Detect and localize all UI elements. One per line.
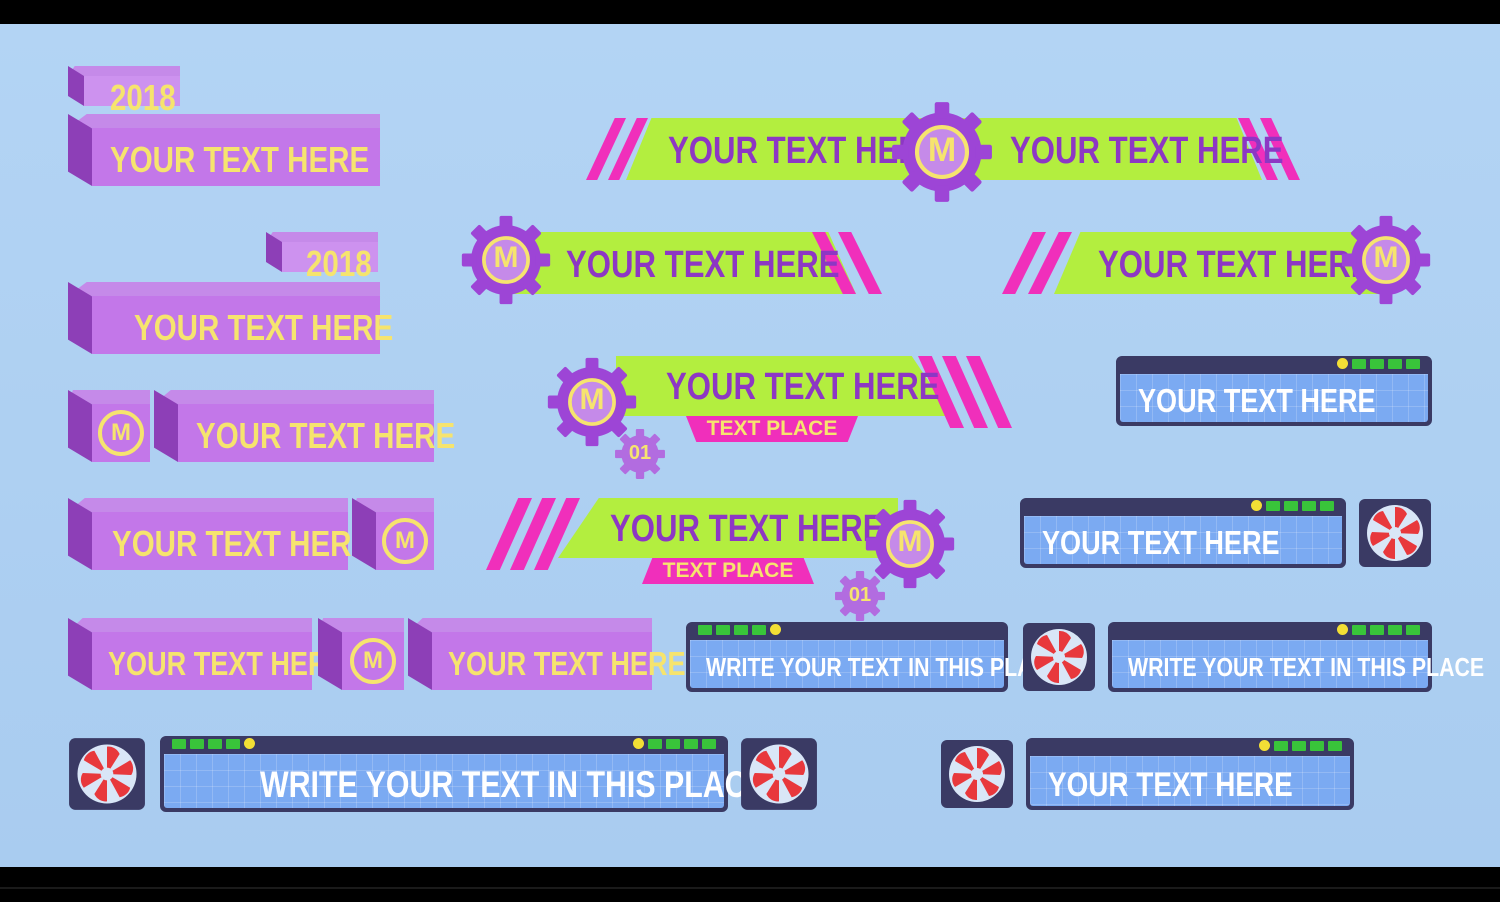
blue-panel-1: YOUR TEXT HERE: [1116, 356, 1432, 426]
purple-title-box-4: YOUR TEXT HERE: [68, 498, 371, 570]
banner-2-text: YOUR TEXT HERE: [566, 244, 840, 286]
fan-icon: [68, 736, 146, 812]
banner-5-sub-tag: TEXT PLACE: [642, 558, 814, 584]
blue-panel-4: WRITE YOUR TEXT IN THIS PLACE: [1108, 622, 1484, 692]
purple-logo-box-5: M: [318, 618, 404, 690]
purple-title-5a-text: YOUR TEXT HERE: [108, 645, 346, 682]
green-banner-3: YOUR TEXT HERE M: [1002, 214, 1434, 310]
status-leds-left: [172, 738, 255, 749]
blue-panel-1-text: YOUR TEXT HERE: [1138, 382, 1376, 419]
purple-title-1-text: YOUR TEXT HERE: [110, 139, 370, 180]
purple-logo-box-4: M: [352, 498, 434, 570]
status-leds: [1251, 500, 1334, 511]
blue-panel-4-text: WRITE YOUR TEXT IN THIS PLACE: [1128, 652, 1485, 682]
purple-title-4-text: YOUR TEXT HERE: [112, 523, 372, 564]
gear-m-logo-icon: M: [460, 214, 552, 306]
status-leds: [698, 624, 781, 635]
year-tag-2-label: 2018: [306, 243, 372, 284]
gear-m-logo-icon: M: [546, 356, 638, 448]
purple-title-box-5a: YOUR TEXT HERE: [68, 618, 346, 690]
m-logo-icon: M: [350, 638, 396, 684]
blue-panel-2-text: YOUR TEXT HERE: [1042, 524, 1280, 561]
banner-4-text: YOUR TEXT HERE: [666, 366, 940, 408]
blue-panel-5-text: WRITE YOUR TEXT IN THIS PLACE: [260, 764, 767, 805]
small-gear-number-icon: 01: [834, 570, 886, 622]
gear-m-logo-icon: M: [890, 100, 994, 204]
canvas: 2018 YOUR TEXT HERE 2018 YOUR TEXT HERE …: [0, 24, 1500, 867]
purple-title-box-1: YOUR TEXT HERE: [68, 114, 380, 186]
blue-panel-3: WRITE YOUR TEXT IN THIS PLACE: [686, 622, 1062, 692]
fan-icon: [740, 736, 818, 812]
year-tag-2: 2018: [266, 232, 378, 282]
letterbox-bottom: [0, 867, 1500, 902]
banner-5-text: YOUR TEXT HERE: [610, 508, 884, 550]
green-banner-1: YOUR TEXT HERE YOUR TEXT HERE M: [586, 102, 1302, 204]
blue-panel-5: WRITE YOUR TEXT IN THIS PLACE: [160, 736, 767, 812]
banner-3-text: YOUR TEXT HERE: [1098, 244, 1372, 286]
year-tag-1-label: 2018: [110, 77, 176, 118]
blue-panel-2: YOUR TEXT HERE: [1020, 498, 1346, 568]
m-logo-icon: M: [98, 410, 144, 456]
green-banner-5: YOUR TEXT HERE TEXT PLACE M 01: [486, 476, 960, 621]
status-leds: [1337, 358, 1420, 369]
fan-icon: [1358, 498, 1432, 568]
banner-4-sub-tag: TEXT PLACE: [686, 416, 858, 442]
year-tag-1: 2018: [68, 66, 180, 116]
purple-title-box-5b: YOUR TEXT HERE: [408, 618, 686, 690]
gear-m-logo-icon: M: [1340, 214, 1432, 306]
purple-title-2-text: YOUR TEXT HERE: [134, 307, 394, 348]
purple-title-5b-text: YOUR TEXT HERE: [448, 645, 686, 682]
green-banner-2: YOUR TEXT HERE M: [460, 214, 890, 310]
status-leds-right: [633, 738, 716, 749]
fan-icon: [1022, 622, 1096, 692]
banner-1-right-text: YOUR TEXT HERE: [1010, 130, 1284, 172]
status-leds: [1259, 740, 1342, 751]
blue-panel-3-text: WRITE YOUR TEXT IN THIS PLACE: [706, 652, 1063, 682]
m-logo-icon: M: [382, 518, 428, 564]
blue-panel-6: YOUR TEXT HERE: [1026, 738, 1354, 810]
purple-title-box-2: YOUR TEXT HERE: [68, 282, 393, 354]
fan-icon: [940, 738, 1014, 810]
purple-logo-box-3: M: [68, 390, 150, 462]
green-banner-4: YOUR TEXT HERE TEXT PLACE M 01: [546, 334, 1018, 479]
purple-title-3-text: YOUR TEXT HERE: [196, 415, 456, 456]
blue-panel-6-text: YOUR TEXT HERE: [1048, 766, 1293, 804]
status-leds: [1337, 624, 1420, 635]
purple-title-box-3: YOUR TEXT HERE: [154, 390, 455, 462]
small-gear-number-icon: 01: [614, 428, 666, 480]
gear-m-logo-icon: M: [864, 498, 956, 590]
